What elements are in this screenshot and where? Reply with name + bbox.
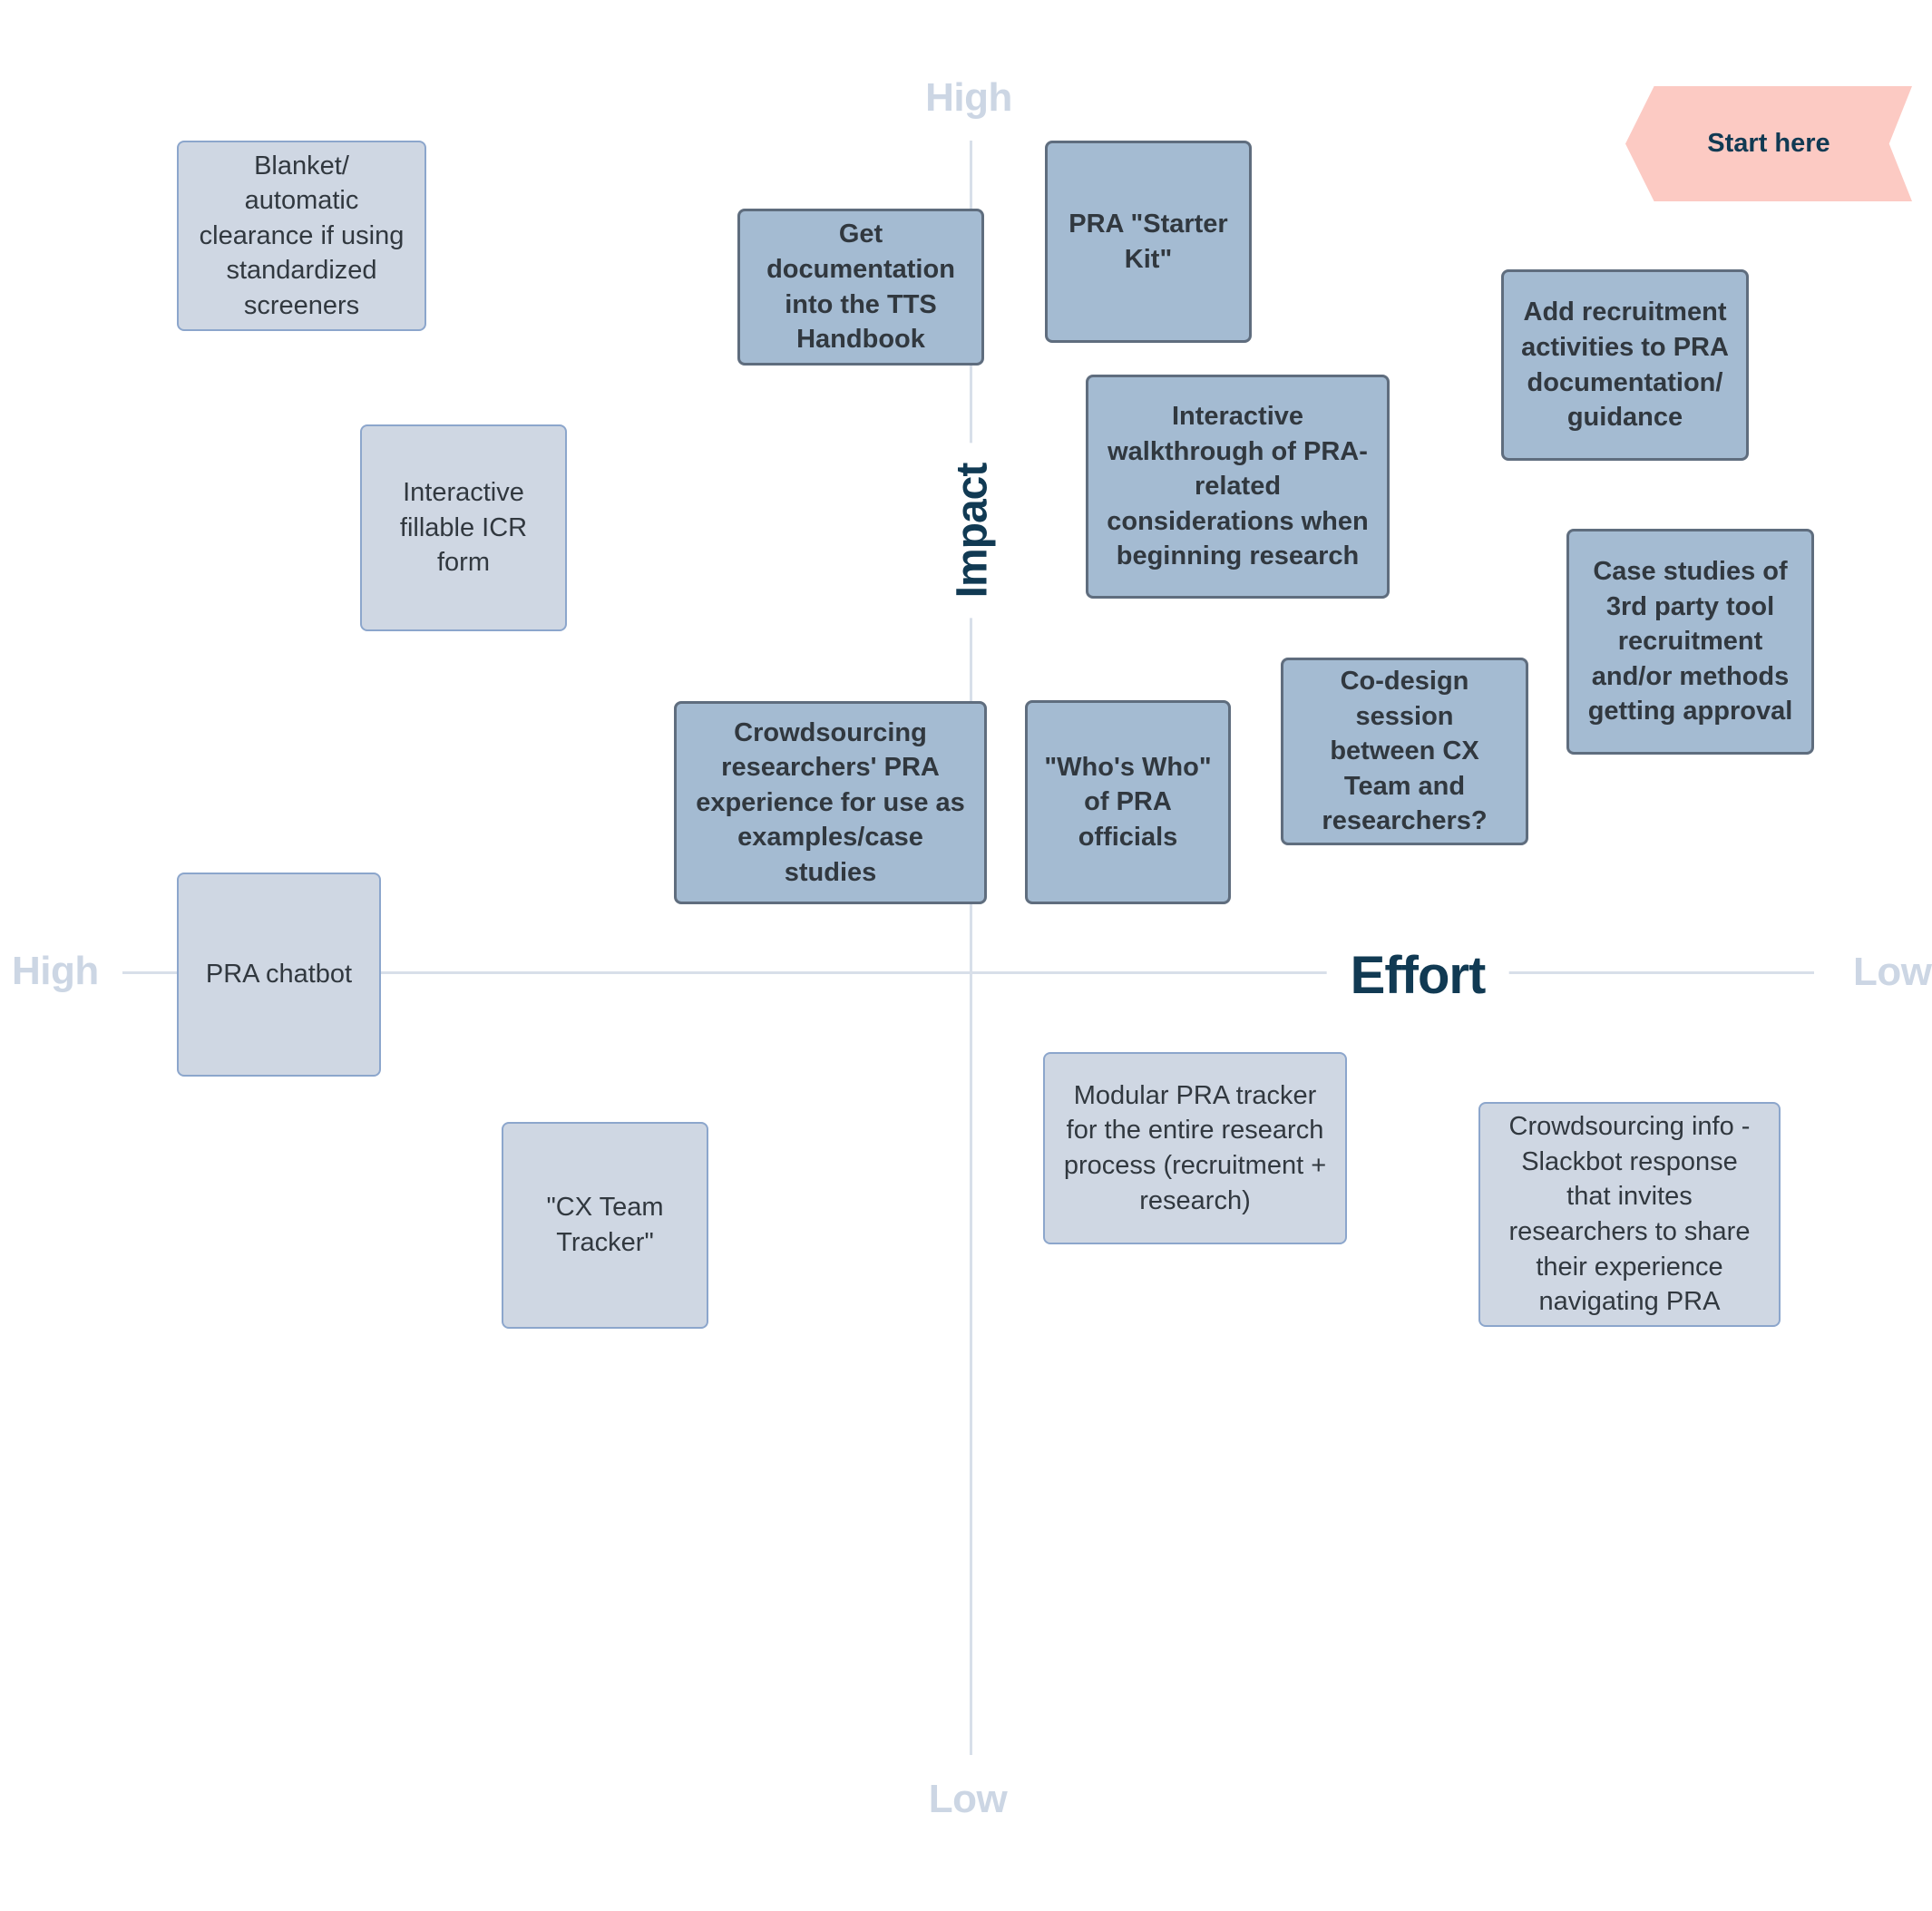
card-text: Blanket/ automatic clearance if using st… <box>199 151 405 320</box>
card-whos-who[interactable]: "Who's Who" of PRA officials <box>1025 700 1231 904</box>
card-modular-tracker[interactable]: Modular PRA tracker for the entire resea… <box>1043 1052 1347 1244</box>
card-text: Co-design session between CX Team and re… <box>1322 667 1488 836</box>
impact-axis-title: Impact <box>947 443 998 619</box>
card-add-recruitment[interactable]: Add recruitment activities to PRA docume… <box>1501 269 1749 461</box>
effort-axis-line <box>122 971 1814 974</box>
impact-axis-line <box>970 141 972 1755</box>
impact-high-label: High <box>925 75 1012 120</box>
card-crowdsourcing-examples[interactable]: Crowdsourcing researchers' PRA experienc… <box>674 701 987 904</box>
card-text: Case studies of 3rd party tool recruitme… <box>1587 557 1793 726</box>
card-text: Add recruitment activities to PRA docume… <box>1521 297 1729 433</box>
effort-axis-title: Effort <box>1326 944 1509 1006</box>
card-blanket-clearance[interactable]: Blanket/ automatic clearance if using st… <box>177 141 426 331</box>
card-interactive-walkthrough[interactable]: Interactive walkthrough of PRA-related c… <box>1086 375 1390 599</box>
card-text: Crowdsourcing researchers' PRA experienc… <box>696 717 965 887</box>
impact-low-label: Low <box>928 1777 1008 1821</box>
card-icr-form[interactable]: Interactive fillable ICR form <box>360 424 567 631</box>
card-co-design-session[interactable]: Co-design session between CX Team and re… <box>1281 658 1528 845</box>
card-text: "Who's Who" of PRA officials <box>1044 752 1212 852</box>
card-text: Interactive fillable ICR form <box>399 478 528 578</box>
card-case-studies[interactable]: Case studies of 3rd party tool recruitme… <box>1566 529 1814 755</box>
card-pra-starter-kit[interactable]: PRA "Starter Kit" <box>1045 141 1252 343</box>
start-here-banner[interactable]: Start here <box>1625 86 1912 201</box>
card-pra-chatbot[interactable]: PRA chatbot <box>177 873 381 1077</box>
card-slackbot-crowdsourcing[interactable]: Crowdsourcing info - Slackbot response t… <box>1478 1102 1781 1327</box>
card-text: PRA "Starter Kit" <box>1068 209 1228 274</box>
card-text: Get documentation into the TTS Handbook <box>766 219 955 355</box>
card-text: "CX Team Tracker" <box>546 1193 664 1257</box>
card-text: Modular PRA tracker for the entire resea… <box>1063 1080 1327 1215</box>
card-text: PRA chatbot <box>205 960 353 990</box>
start-here-label: Start here <box>1707 129 1830 158</box>
effort-low-label: Low <box>1853 950 1932 994</box>
effort-high-label: High <box>12 949 99 993</box>
card-text: Interactive walkthrough of PRA-related c… <box>1107 402 1369 571</box>
card-text: Crowdsourcing info - Slackbot response t… <box>1508 1112 1751 1317</box>
card-cx-team-tracker[interactable]: "CX Team Tracker" <box>502 1122 708 1329</box>
card-tts-handbook[interactable]: Get documentation into the TTS Handbook <box>737 209 984 366</box>
